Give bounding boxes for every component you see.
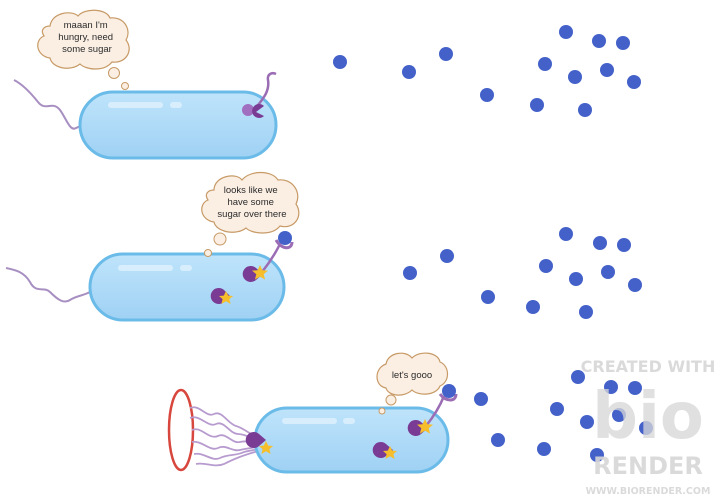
thought-line: hungry, need: [58, 32, 113, 43]
sugar-molecule: [481, 290, 495, 304]
receptor-stalk: [261, 243, 282, 273]
sugar-molecule: [550, 402, 564, 416]
sugar-molecule: [617, 238, 631, 252]
flagellum-tail: [13, 79, 87, 130]
watermark-logo: bio: [592, 380, 704, 454]
svg-text:looks like we have som: looks like we have some sugar over there: [217, 185, 286, 220]
motion-ring: [167, 388, 195, 472]
sugar-molecule: [569, 272, 583, 286]
sugar-molecule: [571, 370, 585, 384]
sugar-molecule: [628, 278, 642, 292]
sugar-molecule: [480, 88, 494, 102]
receptor-cap: [438, 393, 458, 402]
panel-1: maaan I'm hungry, need some sugar: [13, 9, 641, 160]
sugar-molecule: [590, 448, 604, 462]
sugar-molecule: [568, 70, 582, 84]
bacterium-cell: [253, 406, 450, 474]
receptor-cap: [274, 239, 294, 250]
sugar-molecule: [639, 421, 653, 435]
sugar-cluster: [403, 227, 642, 319]
sugar-molecule: [537, 442, 551, 456]
sugar-molecule: [578, 103, 592, 117]
thought-line: let's gooo: [392, 370, 432, 381]
sugar-molecule: [402, 65, 416, 79]
receptor-pacman: [252, 104, 264, 118]
cell-highlight: [282, 418, 337, 424]
sugar-molecule: [491, 433, 505, 447]
sugar-molecule: [530, 98, 544, 112]
signal-star-icon: [219, 291, 233, 304]
sugar-molecule: [526, 300, 540, 314]
sugar-molecule: [580, 415, 594, 429]
signal-star-icon: [252, 265, 268, 280]
sugar-molecule: [403, 266, 417, 280]
receptor-stalk: [253, 72, 277, 111]
signal-star-icon: [383, 446, 397, 459]
cell-highlight: [343, 418, 355, 424]
signal-star-icon: [259, 441, 273, 454]
watermark-line1: CREATED WITH: [581, 357, 716, 376]
sugar-molecule: [440, 249, 454, 263]
sugar-molecule: [612, 408, 626, 422]
signal-star-icon: [417, 419, 433, 434]
thought-line: looks like we: [224, 185, 278, 196]
sugar-molecule: [593, 236, 607, 250]
sugar-molecule: [539, 259, 553, 273]
svg-text:maaan I'm hungry, need: maaan I'm hungry, need some sugar: [58, 20, 115, 55]
sugar-molecule: [559, 25, 573, 39]
cell-highlight: [118, 265, 173, 271]
sugar-molecule: [559, 227, 573, 241]
panel-3: let's gooo: [167, 352, 653, 474]
bound-sugar-molecule: [278, 231, 292, 245]
receptor-base: [242, 104, 254, 116]
sugar-molecule: [592, 34, 606, 48]
bacterium-cell: [88, 252, 286, 322]
bound-sugar-molecule: [442, 384, 456, 398]
sugar-molecule: [538, 57, 552, 71]
sugar-molecule: [601, 265, 615, 279]
sugar-molecule: [627, 75, 641, 89]
sugar-molecule: [439, 47, 453, 61]
thought-line: some sugar: [62, 44, 112, 55]
cell-highlight: [170, 102, 182, 108]
sugar-molecule: [616, 36, 630, 50]
thought-line: sugar over there: [217, 209, 286, 220]
thought-bubble: maaan I'm hungry, need some sugar: [37, 9, 130, 90]
cell-highlight: [108, 102, 163, 108]
watermark-line2: RENDER: [593, 452, 703, 480]
panel-2: looks like we have some sugar over there: [5, 171, 642, 322]
bacterium-cell: [78, 90, 278, 160]
sugar-molecule: [474, 392, 488, 406]
sugar-molecule: [604, 380, 618, 394]
biorender-watermark: CREATED WITH bio RENDER WWW.BIORENDER.CO…: [581, 357, 716, 497]
sugar-molecule: [579, 305, 593, 319]
thought-bubble: looks like we have some sugar over there: [201, 171, 300, 257]
thought-bubble: let's gooo: [376, 352, 449, 415]
sugar-molecule: [600, 63, 614, 77]
watermark-url: WWW.BIORENDER.COM: [586, 486, 711, 497]
thought-line: have some: [227, 197, 273, 208]
motor-pacman: [245, 432, 266, 448]
cell-highlight: [180, 265, 192, 271]
svg-text:let's gooo: let's gooo: [392, 370, 432, 381]
thought-line: maaan I'm: [64, 20, 108, 31]
flagellum-tail: [5, 267, 91, 303]
sugar-molecule: [333, 55, 347, 69]
sugar-cluster: [474, 370, 653, 462]
sugar-cluster: [333, 25, 641, 117]
sugar-molecule: [628, 381, 642, 395]
